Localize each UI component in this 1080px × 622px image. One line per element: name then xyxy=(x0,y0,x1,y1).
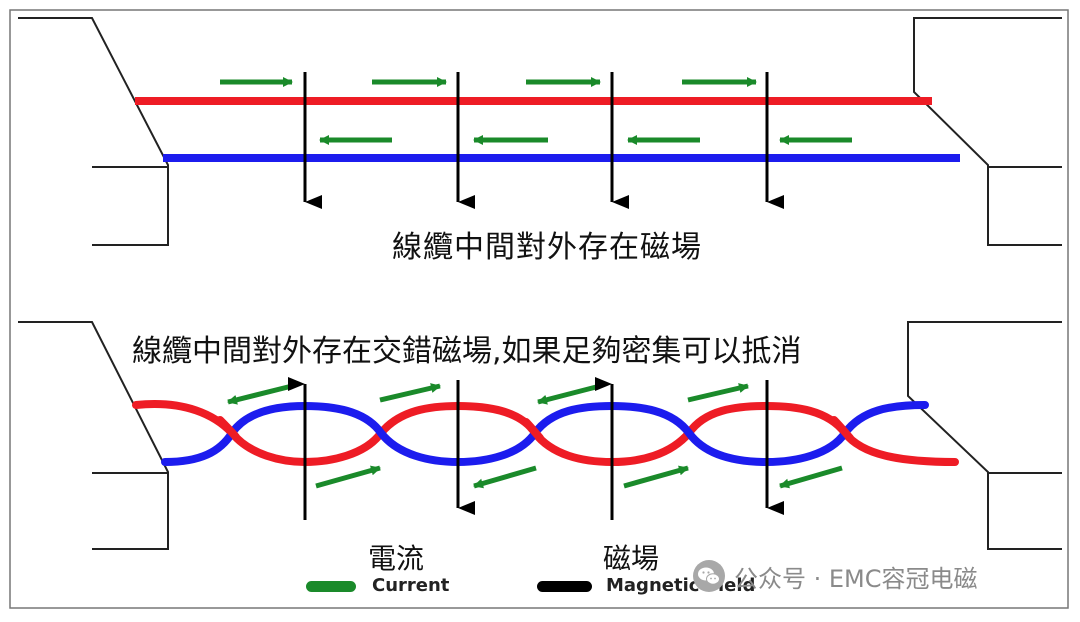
current-arrow-right xyxy=(623,465,689,489)
current-arrow-left xyxy=(537,383,601,405)
watermark: 公众号 · EMC容冠电磁 xyxy=(692,558,978,594)
caption-bottom: 線纜中間對外存在交錯磁場,如果足夠密集可以抵消 xyxy=(132,334,802,369)
top-field-arrows xyxy=(303,72,784,209)
current-arrow-right xyxy=(315,465,381,489)
legend-field-swatch xyxy=(537,581,592,592)
current-arrow-right xyxy=(687,383,749,403)
wechat-icon xyxy=(693,560,725,592)
legend-field-title: 磁場 xyxy=(603,542,660,575)
current-arrow-left xyxy=(473,465,537,489)
bottom-current-arrows xyxy=(227,383,843,489)
twisted-pair xyxy=(132,400,959,467)
legend-current-swatch xyxy=(306,581,356,592)
legend-current-label: Current xyxy=(372,575,450,596)
caption-top: 線纜中間對外存在磁場 xyxy=(392,230,702,265)
watermark-text: 公众号 · EMC容冠电磁 xyxy=(734,564,978,593)
current-arrow-left xyxy=(227,383,293,405)
outer-border xyxy=(9,9,1069,609)
current-arrow-left xyxy=(779,465,843,489)
current-arrow-right xyxy=(379,383,441,403)
top-right-connector xyxy=(913,17,1062,246)
bottom-field-arrows xyxy=(288,377,784,520)
bottom-right-connector xyxy=(907,321,1062,550)
legend-current-title: 電流 xyxy=(368,542,425,575)
bottom-left-connector xyxy=(18,321,169,550)
top-left-connector xyxy=(18,17,169,246)
top-current-arrows xyxy=(220,77,852,145)
